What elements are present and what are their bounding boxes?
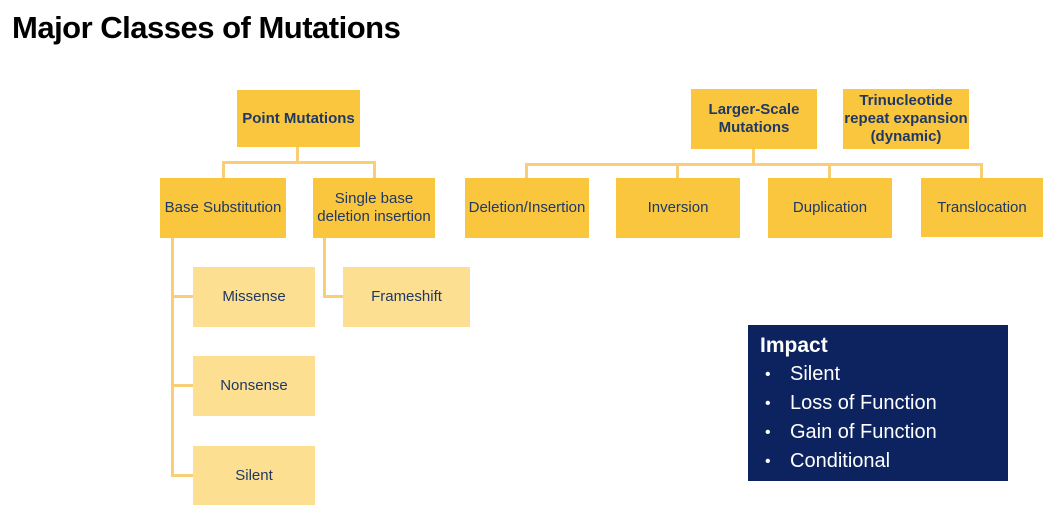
connector-larger-scale-bar [525,163,983,166]
connector-point-mutations-bar [222,161,376,164]
connector-drop-deletion-insertion [525,163,528,179]
impact-item-conditional: • Conditional [760,447,996,476]
impact-item-label: Silent [790,363,841,385]
connector-drop-translocation [980,163,983,179]
node-trinucleotide-repeat-expansion: Trinucleotide repeat expansion (dynamic) [843,89,969,149]
connector-single-base-trunk [323,238,326,298]
connector-base-substitution-trunk [171,238,174,477]
impact-item-silent: • Silent [760,360,996,389]
node-nonsense: Nonsense [193,356,315,416]
node-silent: Silent [193,446,315,505]
connector-point-mutations-trunk [296,147,299,164]
connector-stub-nonsense [171,384,193,387]
impact-item-loss-of-function: • Loss of Function [760,389,996,418]
impact-heading: Impact [760,334,828,357]
connector-larger-scale-trunk [752,149,755,165]
bullet-icon: • [765,395,771,412]
bullet-icon: • [765,366,771,383]
node-translocation: Translocation [921,178,1043,237]
connector-drop-inversion [676,163,679,179]
node-base-substitution: Base Substitution [160,178,286,238]
connector-stub-silent [171,474,193,477]
connector-stub-frameshift [323,295,343,298]
node-single-base-deletion-insertion: Single base deletion insertion [313,178,435,238]
impact-list: • Silent • Loss of Function • Gain of Fu… [760,360,996,476]
node-missense: Missense [193,267,315,327]
node-duplication: Duplication [768,178,892,238]
bullet-icon: • [765,424,771,441]
impact-item-label: Gain of Function [790,421,937,443]
connector-stub-missense [171,295,193,298]
node-larger-scale-mutations: Larger-Scale Mutations [691,89,817,149]
page-title: Major Classes of Mutations [12,10,401,45]
impact-item-gain-of-function: • Gain of Function [760,418,996,447]
node-point-mutations: Point Mutations [237,90,360,147]
impact-item-label: Conditional [790,450,891,472]
connector-drop-duplication [828,163,831,179]
node-deletion-insertion: Deletion/Insertion [465,178,589,238]
connector-drop-single-base [373,161,376,179]
impact-panel: Impact • Silent • Loss of Function • Gai… [748,325,1008,481]
impact-item-label: Loss of Function [790,392,937,414]
connector-drop-base-substitution [222,161,225,179]
node-frameshift: Frameshift [343,267,470,327]
bullet-icon: • [765,453,771,470]
node-inversion: Inversion [616,178,740,238]
